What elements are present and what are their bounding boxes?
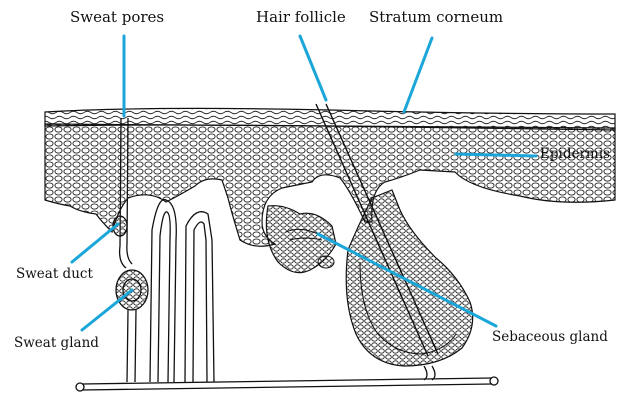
pointer-sweat-gland <box>82 290 132 330</box>
pointer-hair-follicle <box>300 36 326 100</box>
label-sweat-pores: Sweat pores <box>70 10 164 25</box>
label-sweat-gland: Sweat gland <box>14 337 99 351</box>
duct-loops <box>150 200 214 382</box>
pointer-sweat-duct <box>72 224 118 262</box>
label-stratum-corneum: Stratum corneum <box>369 10 503 25</box>
pointer-epidermis <box>456 154 536 156</box>
label-sebaceous-gland: Sebaceous gland <box>492 331 608 345</box>
pointer-stratum-corneum <box>404 38 432 112</box>
label-sweat-duct: Sweat duct <box>16 268 93 282</box>
label-epidermis: Epidermis <box>540 148 610 162</box>
label-hair-follicle: Hair follicle <box>256 10 346 25</box>
base-vessel <box>76 366 498 391</box>
